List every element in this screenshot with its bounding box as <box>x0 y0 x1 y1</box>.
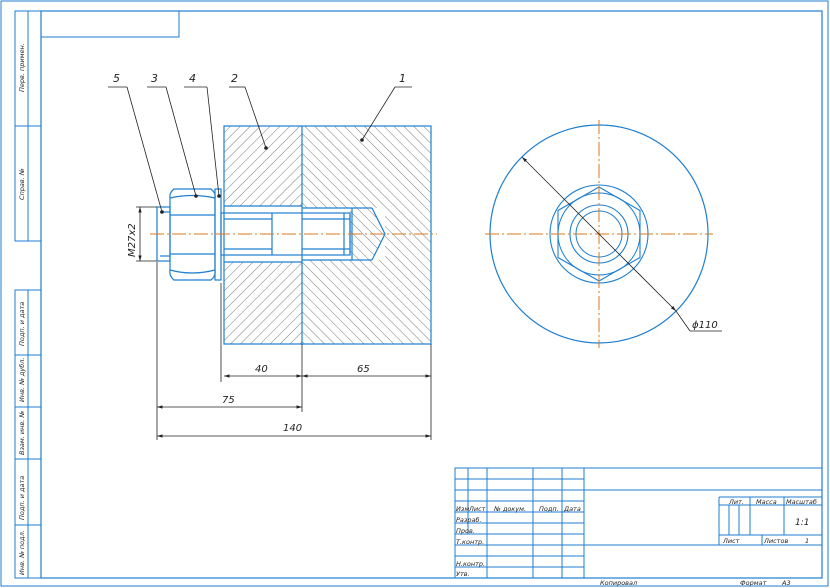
side-view <box>485 120 722 348</box>
strip-label-vzam: Взам. инв. № <box>18 411 26 455</box>
nut <box>169 188 216 281</box>
dim-140: 140 <box>283 423 302 434</box>
tb-list: Лист <box>468 505 486 513</box>
linear-dims <box>156 262 432 440</box>
tb-masshtab: Масштаб <box>786 498 817 506</box>
thread-label: M27x2 <box>127 223 138 257</box>
leader-label-4: 4 <box>189 72 196 85</box>
strip-label-perv: Перв. примен. <box>18 43 26 92</box>
leader-label-3: 3 <box>151 72 158 85</box>
tb-format: Формат <box>740 579 767 587</box>
diameter-label: ϕ110 <box>692 320 718 331</box>
tb-format-value: A3 <box>781 579 791 587</box>
side-strip <box>14 10 42 579</box>
tb-massa: Масса <box>756 498 777 506</box>
strip-label-podp1: Подп. и дата <box>18 302 26 346</box>
thread-dim <box>136 206 157 262</box>
strip-label-podp2: Подп. и дата <box>18 476 26 520</box>
tb-razrab: Разраб. <box>456 516 482 524</box>
tb-sheets: Листов <box>763 537 788 545</box>
tb-sheet: Лист <box>722 537 740 545</box>
block-outline <box>223 125 432 345</box>
part1-tip-hatch <box>350 208 385 260</box>
tb-tkontr: Т.контр. <box>456 538 484 546</box>
diameter-line <box>521 156 677 312</box>
top-left-box <box>40 10 180 38</box>
tb-sheets-value: 1 <box>805 537 809 545</box>
tb-kopiroval: Копировал <box>600 579 637 587</box>
tb-prov: Пров. <box>456 527 475 535</box>
tb-podp: Подп. <box>539 505 559 513</box>
leader-label-5: 5 <box>113 72 120 85</box>
dim-75: 75 <box>222 395 235 406</box>
strip-label-sprav: Справ. № <box>18 168 26 200</box>
leaders <box>108 86 412 213</box>
part1-lower-hatch <box>302 260 431 344</box>
strip-label-podl: Инв. № подл. <box>18 530 26 575</box>
tb-lit: Лит. <box>728 498 744 506</box>
dim-65: 65 <box>357 364 370 375</box>
leader-label-1: 1 <box>399 72 406 85</box>
title-block <box>454 467 823 579</box>
part1-upper-hatch <box>302 126 431 208</box>
leader-label-2: 2 <box>231 72 238 85</box>
tb-data: Дата <box>563 505 581 513</box>
tb-scale-value: 1:1 <box>795 518 809 528</box>
tb-nkontr: Н.контр. <box>456 560 485 568</box>
tb-izm: Изм <box>456 505 469 513</box>
strip-label-dubl: Инв. № дубл. <box>18 358 26 402</box>
dim-40: 40 <box>255 364 268 375</box>
part2-upper-hatch <box>224 126 302 206</box>
tb-ndoc: № докум. <box>493 505 526 513</box>
tb-utv: Утв. <box>456 570 470 578</box>
front-view <box>150 125 437 345</box>
part2-lower-hatch <box>224 262 302 344</box>
